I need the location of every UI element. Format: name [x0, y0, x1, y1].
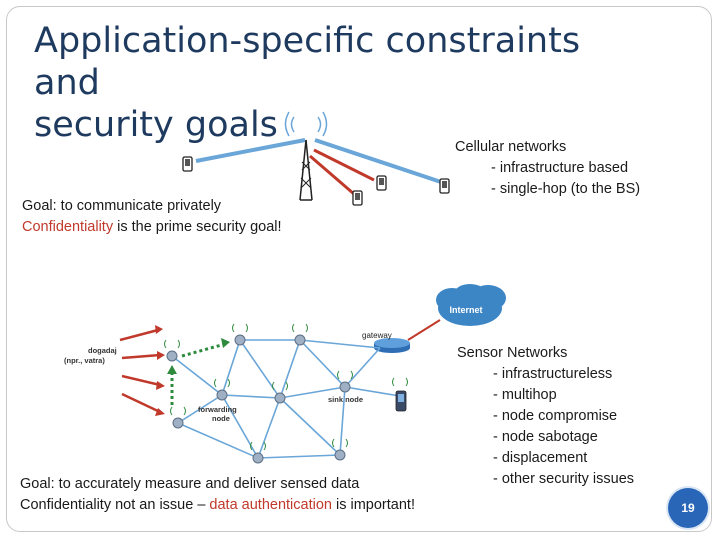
gateway-label: gateway [362, 331, 392, 340]
cellular-heading: Cellular networks [455, 139, 567, 155]
forwarding-label-line1: forwarding [198, 405, 237, 414]
radio-wave-icons [164, 323, 408, 451]
sensor-goal: Goal: to accurately measure and deliver … [20, 474, 415, 516]
title-line-1: Application-specific constraints and [34, 21, 581, 103]
sensor-bullet: - node compromise [493, 408, 618, 424]
internet-label: Internet [449, 305, 482, 315]
sensor-bullet: - multihop [493, 387, 557, 403]
gateway-internet-link [407, 319, 441, 341]
sensor-goal-line2-prefix: Confidentiality not an issue – [20, 497, 210, 513]
cell-link-2 [314, 138, 442, 184]
slide-frame [6, 6, 712, 532]
internet-cloud-icon: Internet [436, 284, 506, 326]
sensor-heading: Sensor Networks [457, 345, 568, 361]
base-station-tower-icon [284, 111, 328, 201]
cellular-goal-line1: Goal: to communicate privately [22, 198, 222, 214]
confidentiality-highlight: Confidentiality [22, 219, 114, 235]
sensor-links [171, 339, 401, 459]
sensor-node-icon [172, 417, 184, 429]
sensor-node-icon [274, 392, 286, 404]
data-authentication-highlight: data authentication [209, 497, 332, 513]
sink-node-device-icon [395, 390, 407, 412]
event-label-line2: (npr., vatra) [64, 356, 105, 365]
sensor-node-icon [166, 350, 178, 362]
cell-link-red-1 [313, 148, 375, 182]
sink-node-label: sink node [328, 395, 363, 404]
cellular-goal-line2: Confidentiality is the prime security go… [22, 217, 282, 238]
cellular-bullet: - single-hop (to the BS) [491, 181, 641, 197]
sensor-nodes [166, 334, 351, 464]
sensor-bullet: - node sabotage [493, 429, 598, 445]
cellular-goal: Goal: to communicate privately Confident… [22, 196, 282, 238]
sensor-bullet: - displacement [493, 450, 588, 466]
forwarding-label-line2: node [212, 414, 230, 423]
sensor-bullet: - other security issues [493, 471, 635, 487]
sensor-bullet: - infrastructureless [493, 366, 613, 382]
event-label-line1: dogadaj [88, 346, 117, 355]
cell-link-1 [195, 138, 306, 163]
cellular-bullet: - infrastructure based [491, 160, 629, 176]
sensor-goal-line2: Confidentiality not an issue – data auth… [20, 495, 415, 516]
sensor-node-icon [294, 334, 306, 346]
sensor-goal-line2-suffix: is important! [331, 497, 415, 513]
sensor-goal-line1: Goal: to accurately measure and deliver … [20, 476, 360, 492]
event-arrows [119, 328, 161, 414]
cellular-description: Cellular networks - infrastructure based… [455, 137, 640, 200]
gateway-router-icon [374, 338, 410, 353]
title-line-2: security goals [34, 105, 278, 145]
slide-title: Application-specific constraints and sec… [34, 20, 654, 146]
sensor-network-diagram: Internet gateway [64, 284, 506, 464]
phone-icon-1 [182, 156, 193, 172]
page-number-badge: 19 [668, 488, 708, 528]
cellular-goal-line2-rest: is the prime security goal! [113, 219, 282, 235]
sensor-node-icon [252, 452, 264, 464]
phone-icon-4 [439, 178, 450, 194]
cell-link-red-2 [309, 154, 355, 196]
sensor-node-icon [339, 381, 351, 393]
sensor-node-icon [234, 334, 246, 346]
sensor-node-icon [334, 449, 346, 461]
phone-icon-3 [352, 190, 363, 206]
cellular-diagram [182, 111, 450, 206]
sensor-description: Sensor Networks - infrastructureless - m… [457, 343, 634, 490]
sensor-node-icon [216, 389, 228, 401]
phone-icon-2 [376, 175, 387, 191]
forwarding-arrows [170, 342, 226, 405]
